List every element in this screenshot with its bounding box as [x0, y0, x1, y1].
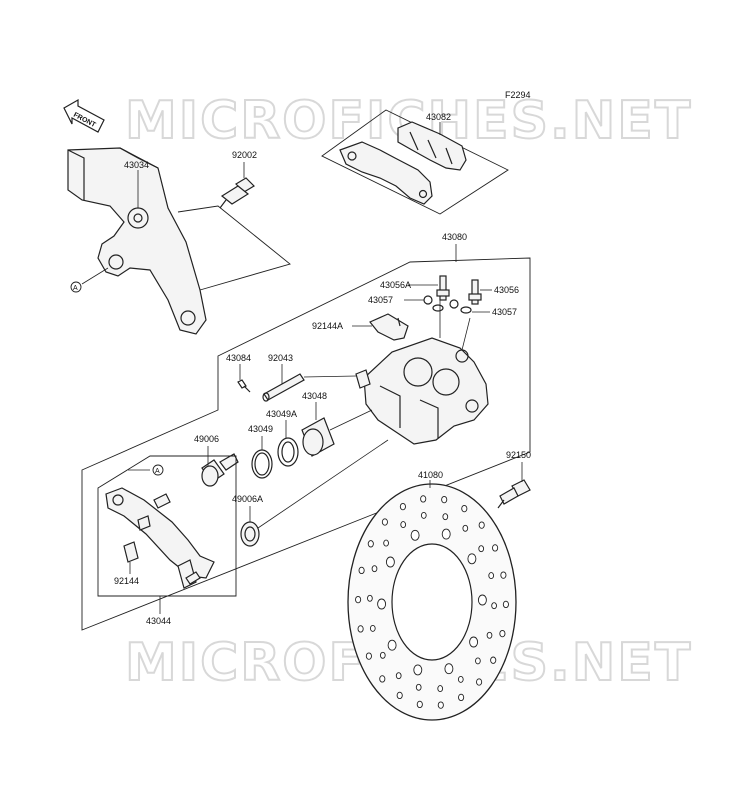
disc-hole: [355, 595, 362, 604]
disc-hole: [462, 524, 469, 532]
disc-hole: [467, 553, 477, 565]
disc-hole: [365, 652, 372, 660]
label-43057-right: 43057: [492, 307, 517, 317]
caliper-support-43044: [105, 487, 215, 589]
disc-hole: [437, 685, 444, 693]
label-43084: 43084: [226, 353, 251, 363]
label-43049: 43049: [248, 424, 273, 434]
pin-92043: [262, 373, 305, 402]
label-43057-left: 43057: [368, 295, 393, 305]
brake-disc-41080: [347, 483, 517, 721]
disc-hole: [500, 571, 507, 579]
disc-hole: [420, 495, 427, 503]
bleed-valve-43056A: [436, 275, 450, 301]
label-49006: 49006: [194, 434, 219, 444]
disc-hole: [486, 631, 493, 639]
boot-49006A: [240, 521, 260, 547]
label-49006A: 49006A: [232, 494, 263, 504]
disc-hole: [469, 636, 479, 648]
disc-hole: [491, 602, 497, 610]
label-92144A: 92144A: [312, 321, 343, 331]
disc-bolt-92150: [497, 479, 531, 509]
label-43034: 43034: [124, 160, 149, 170]
disc-hole: [458, 693, 465, 702]
disc-hole: [478, 545, 485, 553]
disc-hole: [478, 521, 485, 529]
disc-hole: [413, 664, 423, 676]
disc-hole: [457, 675, 464, 683]
disc-hole: [415, 683, 422, 691]
label-92150: 92150: [506, 450, 531, 460]
disc-hole: [492, 544, 499, 552]
boot-49006: [201, 453, 239, 487]
label-92043: 92043: [268, 353, 293, 363]
disc-hole: [461, 504, 468, 513]
label-43056: 43056: [494, 285, 519, 295]
disc-hole: [367, 594, 373, 602]
pad-spring-92144: [123, 541, 139, 563]
seal-43049A: [277, 437, 299, 467]
seal-43049: [251, 449, 273, 479]
caliper-bracket-43034: [67, 147, 207, 335]
brake-pads-group: [321, 109, 509, 215]
label-43048: 43048: [302, 391, 327, 401]
disc-hole: [441, 528, 451, 540]
label-43044: 43044: [146, 616, 171, 626]
disc-hole: [357, 625, 364, 633]
disc-hole: [490, 656, 497, 664]
caliper-assembly-frame: [81, 257, 531, 631]
label-92002: 92002: [232, 150, 257, 160]
disc-hole: [399, 502, 406, 511]
disc-hole: [379, 651, 386, 659]
disc-hole: [395, 672, 402, 680]
disc-hole: [385, 556, 395, 568]
cap-43057-right: [449, 299, 472, 314]
disc-hole: [381, 518, 388, 526]
disc-hole: [358, 566, 365, 575]
pin-clip-43084: [237, 379, 251, 393]
label-41080: 41080: [418, 470, 443, 480]
disc-hole: [437, 701, 444, 709]
disc-hole: [396, 691, 403, 700]
disc-hole: [371, 565, 378, 573]
disc-hole: [502, 600, 509, 609]
disc-hole: [442, 513, 449, 521]
disc-hole: [410, 529, 420, 541]
bleed-valve-43056: [468, 279, 482, 305]
piston-43048: [301, 417, 335, 457]
ref-marker-a-top-label: A: [73, 285, 78, 292]
disc-hole: [488, 572, 495, 580]
ref-marker-a-top: [70, 281, 82, 293]
disc-hole: [379, 675, 386, 683]
disc-hole: [475, 657, 481, 665]
disc-hole: [441, 495, 448, 504]
disc-hole: [387, 639, 397, 651]
disc-hole: [476, 678, 483, 686]
label-43082: 43082: [426, 112, 451, 122]
disc-hole: [367, 540, 374, 548]
label-43049A: 43049A: [266, 409, 297, 419]
disc-hole: [377, 598, 387, 610]
bolt-92002: [219, 177, 255, 209]
disc-hole: [400, 521, 407, 529]
disc-hole: [444, 663, 454, 675]
ref-marker-a-bottom: [152, 464, 164, 476]
disc-hole: [420, 511, 427, 519]
figure-code: F2294: [505, 90, 531, 100]
disc-hole: [499, 629, 506, 638]
label-92144: 92144: [114, 576, 139, 586]
disc-hole: [369, 624, 376, 632]
disc-hole: [383, 539, 389, 547]
disc-hole: [416, 700, 423, 709]
label-43056A: 43056A: [380, 280, 411, 290]
label-43080: 43080: [442, 232, 467, 242]
ref-marker-a-bottom-label: A: [155, 468, 160, 475]
pad-spring-92144A: [369, 313, 409, 341]
disc-hole: [477, 594, 487, 606]
caliper-body: [355, 337, 489, 445]
front-arrow-icon: FRONT: [63, 98, 105, 133]
